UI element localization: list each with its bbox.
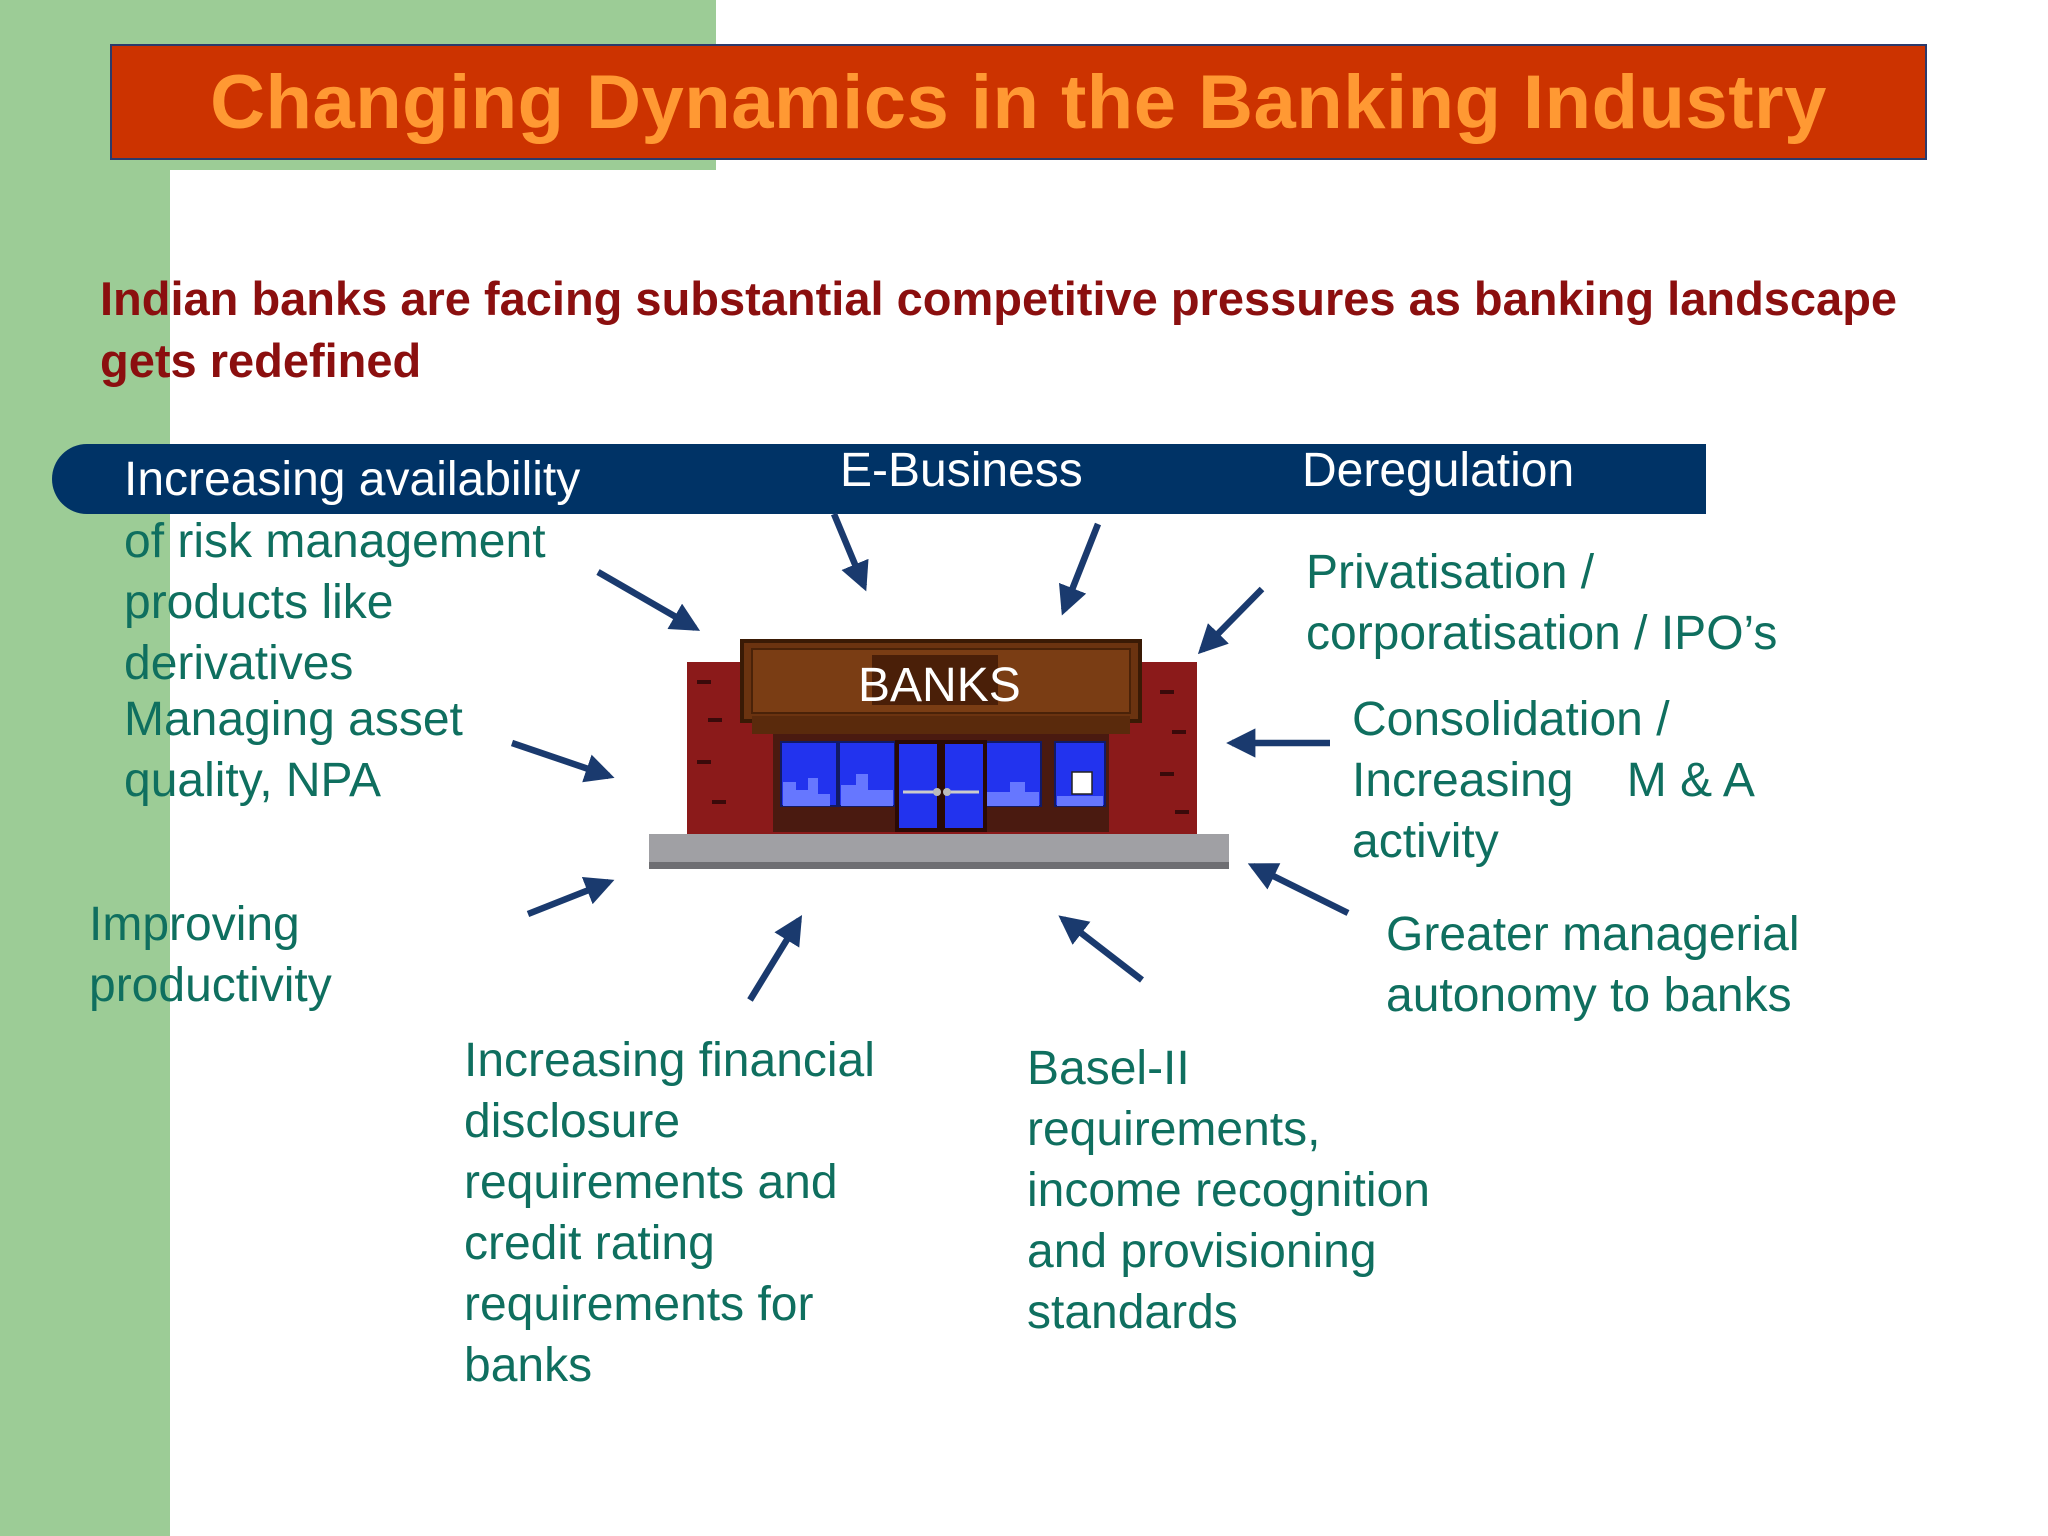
factor-line: standards	[1027, 1286, 1238, 1339]
banner-label-ebusiness: E-Business	[840, 444, 1083, 497]
factor-productivity: Improving productivity	[89, 894, 332, 1016]
title-bar: Changing Dynamics in the Banking Industr…	[110, 44, 1927, 160]
banner-label-availability: Increasing availability	[124, 453, 581, 506]
factor-line: Improving	[89, 898, 300, 951]
factor-line: Privatisation /	[1306, 546, 1595, 599]
factor-line: Increasing M & A	[1352, 754, 1755, 807]
factor-line: banks	[464, 1339, 593, 1392]
arrow-privatisation	[1197, 586, 1265, 655]
banner-label-deregulation: Deregulation	[1302, 444, 1575, 497]
factor-line: autonomy to banks	[1386, 969, 1792, 1022]
factor-banner	[52, 444, 1706, 514]
factor-consolidation: Consolidation / Increasing M & A activit…	[1352, 689, 1755, 872]
factor-disclosure: Increasing financial disclosure requirem…	[464, 1030, 875, 1396]
factor-line: of risk management	[124, 515, 546, 568]
factor-privatisation: Privatisation / corporatisation / IPO’s	[1306, 542, 1777, 664]
factor-line: requirements and	[464, 1156, 838, 1209]
arrow-autonomy	[1247, 863, 1350, 916]
side-background	[0, 0, 170, 1536]
factor-risk-management: of risk management products like derivat…	[124, 511, 546, 694]
factor-line: corporatisation / IPO’s	[1306, 607, 1778, 660]
arrow-asset-quality	[510, 739, 615, 783]
factor-line: products like	[124, 576, 394, 629]
factor-line: Basel-II	[1027, 1042, 1190, 1095]
factor-line: activity	[1352, 815, 1499, 868]
factor-line: credit rating	[464, 1217, 715, 1270]
slide-title: Changing Dynamics in the Banking Industr…	[210, 59, 1827, 145]
factor-line: Increasing financial	[464, 1034, 875, 1087]
factor-line: and provisioning	[1027, 1225, 1377, 1278]
arrow-basel	[1058, 915, 1144, 983]
factor-line: disclosure	[464, 1095, 681, 1148]
slide-subtitle: Indian banks are facing substantial comp…	[100, 272, 1898, 387]
factor-basel: Basel-II requirements, income recognitio…	[1027, 1038, 1430, 1343]
factor-line: Managing asset	[124, 693, 463, 746]
factor-line: quality, NPA	[124, 754, 381, 807]
arrow-deregulation	[1059, 522, 1102, 616]
factor-line: Greater managerial	[1386, 908, 1800, 961]
factor-autonomy: Greater managerial autonomy to banks	[1386, 904, 1800, 1026]
arrow-productivity	[526, 876, 615, 918]
factor-line: derivatives	[124, 637, 354, 690]
arrow-disclosure	[747, 915, 803, 1002]
bank-building-icon	[649, 639, 1229, 869]
arrow-ebusiness	[831, 512, 869, 592]
factor-line: Consolidation /	[1352, 693, 1670, 746]
factor-line: income recognition	[1027, 1164, 1430, 1217]
factor-asset-quality: Managing asset quality, NPA	[124, 689, 463, 811]
factor-line: requirements,	[1027, 1103, 1321, 1156]
arrow-risk-management	[596, 569, 701, 631]
factor-line: productivity	[89, 959, 332, 1012]
factor-line: requirements for	[464, 1278, 814, 1331]
banks-label: BANKS	[858, 659, 1021, 712]
content-corner	[170, 170, 470, 470]
